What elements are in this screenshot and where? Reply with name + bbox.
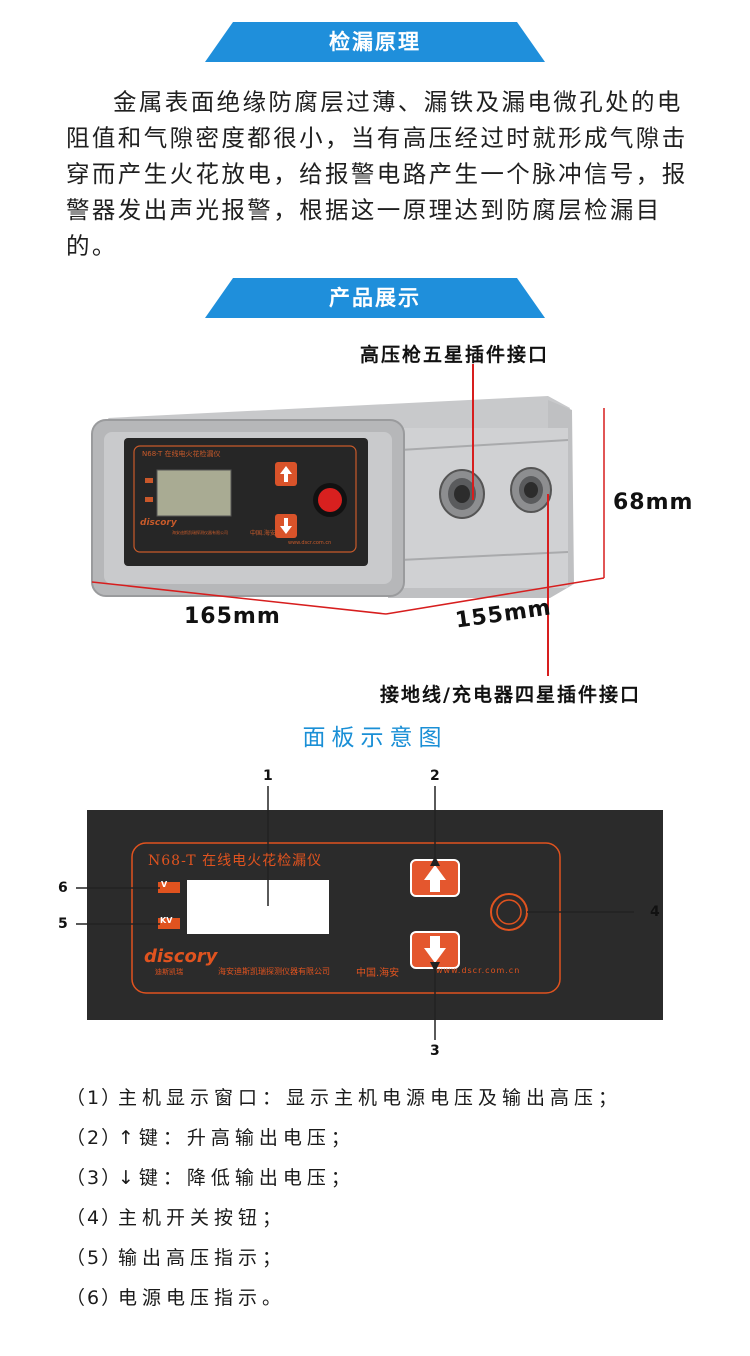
- legend-num: （2）: [66, 1127, 123, 1149]
- panel-brand-logo: discory: [144, 946, 218, 967]
- legend-item: （4）主机开关按钮；: [66, 1200, 622, 1240]
- legend-text: 输出高压指示；: [118, 1247, 287, 1269]
- device-company-small: 海安迪斯凯瑞探测仪器有限公司: [172, 530, 228, 535]
- section-banner-principle: 检漏原理: [205, 22, 545, 62]
- panel-diagram: [76, 786, 663, 1040]
- legend-list: （1）主机显示窗口：显示主机电源电压及输出高压； （2）↑键：升高输出电压； （…: [66, 1080, 622, 1320]
- legend-num: （5）: [66, 1247, 123, 1269]
- device-place-small: 中国.海安: [250, 530, 276, 537]
- legend-item: （3）↓键：降低输出电压；: [66, 1160, 622, 1200]
- panel-brand-cn: 迪斯凯瑞: [155, 968, 183, 976]
- panel-diagram-title: 面板示意图: [302, 725, 448, 751]
- bottom-connector-label: 接地线/充电器四星插件接口: [380, 684, 641, 706]
- panel-website: www.dscr.com.cn: [436, 966, 521, 975]
- width-dimension: 165mm: [184, 604, 281, 629]
- panel-border: [131, 842, 561, 994]
- legend-num: （3）: [66, 1167, 123, 1189]
- device-website-small: www.dscr.com.cn: [288, 540, 332, 546]
- legend-text: 主机开关按钮；: [118, 1207, 287, 1229]
- indicator-v: [158, 882, 180, 893]
- callout-2: 2: [430, 768, 440, 784]
- legend-text: 主机显示窗口：显示主机电源电压及输出高压；: [118, 1087, 623, 1109]
- height-dimension: 68mm: [613, 490, 694, 515]
- section-banner-product: 产品展示: [205, 278, 545, 318]
- display-window: [187, 880, 329, 934]
- legend-text: ↑键：升高输出电压；: [118, 1127, 355, 1149]
- callout-4: 4: [650, 904, 660, 920]
- top-connector-label: 高压枪五星插件接口: [360, 344, 550, 366]
- device-brand-small: discory: [140, 518, 177, 528]
- up-arrow-icon: [424, 865, 446, 892]
- connector-4pin: [510, 467, 552, 513]
- legend-item: （5）输出高压指示；: [66, 1240, 622, 1280]
- section-title-principle: 检漏原理: [329, 30, 421, 54]
- device-lcd: [156, 469, 232, 517]
- legend-item: （2）↑键：升高输出电压；: [66, 1120, 622, 1160]
- legend-item: （1）主机显示窗口：显示主机电源电压及输出高压；: [66, 1080, 622, 1120]
- panel-background: [87, 810, 663, 1020]
- callout-6: 6: [58, 880, 68, 896]
- legend-num: （1）: [66, 1087, 123, 1109]
- callout-3: 3: [430, 1043, 440, 1059]
- section-title-product: 产品展示: [329, 286, 421, 310]
- indicator-kv-label: KV: [160, 916, 173, 925]
- principle-paragraph: 金属表面绝缘防腐层过薄、漏铁及漏电微孔处的电阻值和气隙密度都很小，当有高压经过时…: [66, 84, 706, 264]
- indicator-kv: [158, 918, 180, 929]
- legend-item: （6）电源电压指示。: [66, 1280, 622, 1320]
- panel-place: 中国.海安: [356, 968, 400, 979]
- panel-company: 海安迪斯凯瑞探测仪器有限公司: [218, 967, 330, 976]
- down-arrow-icon: [424, 936, 446, 963]
- indicator-v-label: V: [161, 880, 168, 889]
- device-title-small: N68-T 在线电火花检漏仪: [142, 450, 221, 458]
- legend-text: 电源电压指示。: [118, 1287, 287, 1309]
- legend-num: （6）: [66, 1287, 123, 1309]
- callout-5: 5: [58, 916, 68, 932]
- legend-text: ↓键：降低输出电压；: [118, 1167, 355, 1189]
- callout-1: 1: [263, 768, 273, 784]
- legend-num: （4）: [66, 1207, 123, 1229]
- panel-device-title: N68-T 在线电火花检漏仪: [148, 853, 323, 869]
- product-illustration: [91, 364, 605, 676]
- principle-text: 金属表面绝缘防腐层过薄、漏铁及漏电微孔处的电阻值和气隙密度都很小，当有高压经过时…: [66, 88, 688, 260]
